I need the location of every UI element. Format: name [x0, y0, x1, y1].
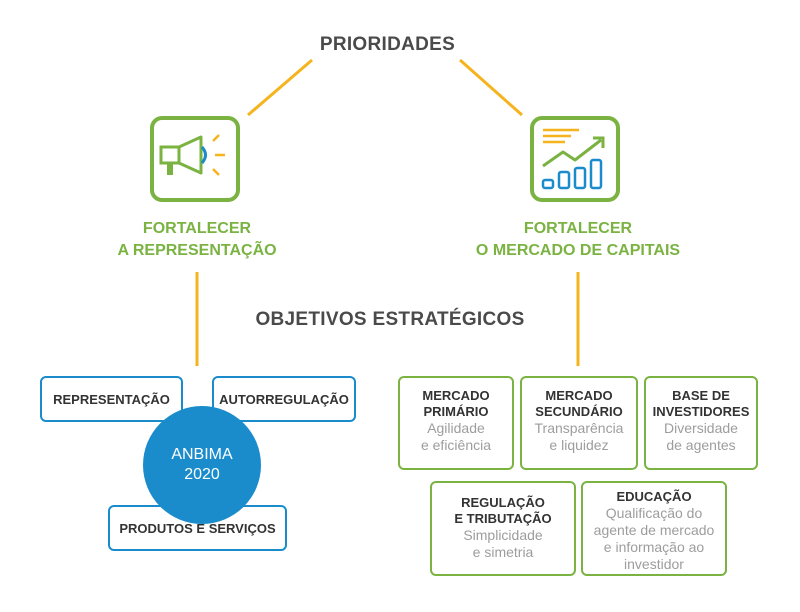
- box-educacao: EDUCAÇÃO Qualificação do agente de merca…: [581, 481, 727, 576]
- connector-title-left: [247, 58, 313, 117]
- box-desc-line4: investidor: [624, 556, 684, 572]
- pillar-capital-markets-line2: O MERCADO DE CAPITAIS: [475, 242, 681, 259]
- circle-line1: ANBIMA: [171, 446, 233, 463]
- box-desc-line2: de agentes: [666, 437, 736, 453]
- pillar-representation-line1: FORTALECER: [142, 220, 252, 237]
- box-title-line2: INVESTIDORES: [652, 404, 750, 419]
- pillar-capital-markets-icon-box: [530, 116, 620, 202]
- box-desc-line3: e informação ao: [603, 539, 705, 555]
- connector-title-right: [459, 58, 523, 117]
- box-desc-line2: e simetria: [472, 544, 534, 560]
- box-title-line1: REGULAÇÃO: [461, 495, 545, 510]
- box-mercado-primario: MERCADO PRIMÁRIO Agilidade e eficiência: [398, 376, 514, 470]
- box-autorregulacao: AUTORREGULAÇÃO: [212, 376, 356, 422]
- pillar-representation-icon-box: [150, 116, 240, 202]
- growth-chart-icon: [541, 128, 605, 190]
- box-desc-line1: Agilidade: [427, 420, 485, 436]
- box-title-line2: E TRIBUTAÇÃO: [454, 511, 552, 526]
- box-title-line1: MERCADO: [422, 388, 490, 403]
- box-desc-line2: e liquidez: [549, 437, 609, 453]
- pillar-representation-title: FORTALECER A REPRESENTAÇÃO: [97, 218, 297, 262]
- box-title-line2: PRIMÁRIO: [423, 404, 489, 419]
- box-desc-line2: e eficiência: [420, 437, 492, 453]
- pillar-capital-markets-line1: FORTALECER: [523, 220, 633, 237]
- box-title-line2: SECUNDÁRIO: [535, 404, 623, 419]
- box-regulacao-tributacao: REGULAÇÃO E TRIBUTAÇÃO Simplicidade e si…: [430, 481, 576, 576]
- box-representacao: REPRESENTAÇÃO: [40, 376, 183, 422]
- diagram-title: PRIORIDADES: [319, 34, 456, 55]
- pillar-capital-markets-title: FORTALECER O MERCADO DE CAPITAIS: [458, 218, 698, 262]
- box-desc-line1: Transparência: [534, 420, 624, 436]
- box-mercado-secundario: MERCADO SECUNDÁRIO Transparência e liqui…: [520, 376, 638, 470]
- box-desc-line1: Simplicidade: [463, 527, 543, 543]
- box-title-line1: BASE DE: [672, 388, 730, 403]
- box-desc-line1: Diversidade: [664, 420, 738, 436]
- circle-line2: 2020: [184, 466, 220, 483]
- box-desc-line2: agente de mercado: [593, 522, 715, 538]
- pillar-representation-line2: A REPRESENTAÇÃO: [117, 242, 277, 259]
- box-base-investidores: BASE DE INVESTIDORES Diversidade de agen…: [644, 376, 758, 470]
- box-title-line1: MERCADO: [545, 388, 613, 403]
- box-title-line1: EDUCAÇÃO: [616, 489, 692, 504]
- megaphone-icon: [159, 134, 225, 176]
- anbima-2020-circle: ANBIMA 2020: [143, 406, 261, 524]
- box-desc-line1: Qualificação do: [605, 505, 703, 521]
- strategic-objectives-heading: OBJETIVOS ESTRATÉGICOS: [255, 309, 525, 330]
